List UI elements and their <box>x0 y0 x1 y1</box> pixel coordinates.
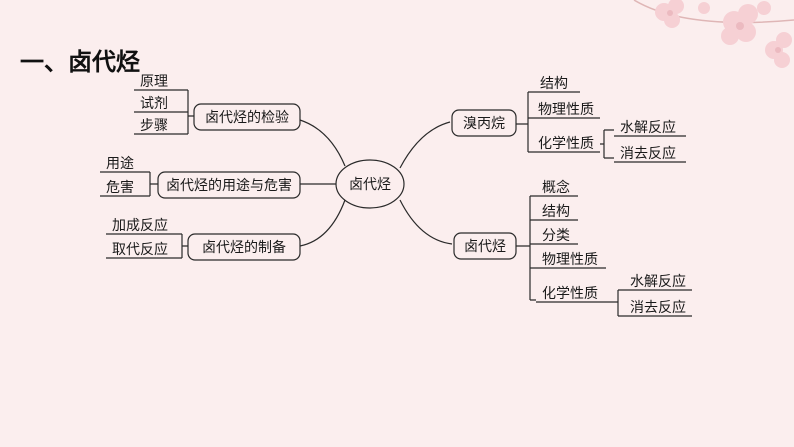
bp-structure: 结构 <box>540 76 568 92</box>
node-haloalkane <box>453 232 517 260</box>
ha-hydrolysis: 水解反应 <box>630 273 686 290</box>
ha-classification: 分类 <box>542 228 570 244</box>
node-bromopropane-label: 溴丙烷 <box>463 116 505 132</box>
node-detection-label: 卤代烃的检验 <box>205 110 289 126</box>
bp-elimination: 消去反应 <box>620 145 676 162</box>
leaf-substitution: 取代反应 <box>112 241 168 258</box>
center-node-label: 卤代烃 <box>349 177 391 193</box>
ha-structure: 结构 <box>542 204 570 220</box>
center-node <box>335 159 405 209</box>
ha-elimination: 消去反应 <box>630 299 686 316</box>
page-title: 一、卤代烃 <box>20 48 140 76</box>
node-uses-harms <box>157 171 301 199</box>
ha-concept: 概念 <box>542 179 570 196</box>
leaf-steps: 步骤 <box>140 118 168 134</box>
leaf-reagent: 试剂 <box>140 96 168 112</box>
ha-physical: 物理性质 <box>542 252 598 268</box>
node-bromopropane <box>451 109 517 137</box>
cherry-blossom-decoration <box>633 0 794 68</box>
ha-chemical: 化学性质 <box>542 286 598 302</box>
bp-physical: 物理性质 <box>538 102 594 118</box>
node-preparation <box>187 233 301 261</box>
node-preparation-label: 卤代烃的制备 <box>202 239 286 256</box>
node-uses-harms-label: 卤代烃的用途与危害 <box>166 177 292 194</box>
leaf-uses: 用途 <box>106 155 134 172</box>
node-haloalkane-label: 卤代烃 <box>464 239 506 255</box>
bp-hydrolysis: 水解反应 <box>620 119 676 136</box>
leaf-harms: 危害 <box>106 180 134 196</box>
leaf-addition: 加成反应 <box>112 217 168 234</box>
node-detection <box>193 103 301 131</box>
bp-chemical: 化学性质 <box>538 136 594 152</box>
leaf-principle: 原理 <box>140 74 168 90</box>
